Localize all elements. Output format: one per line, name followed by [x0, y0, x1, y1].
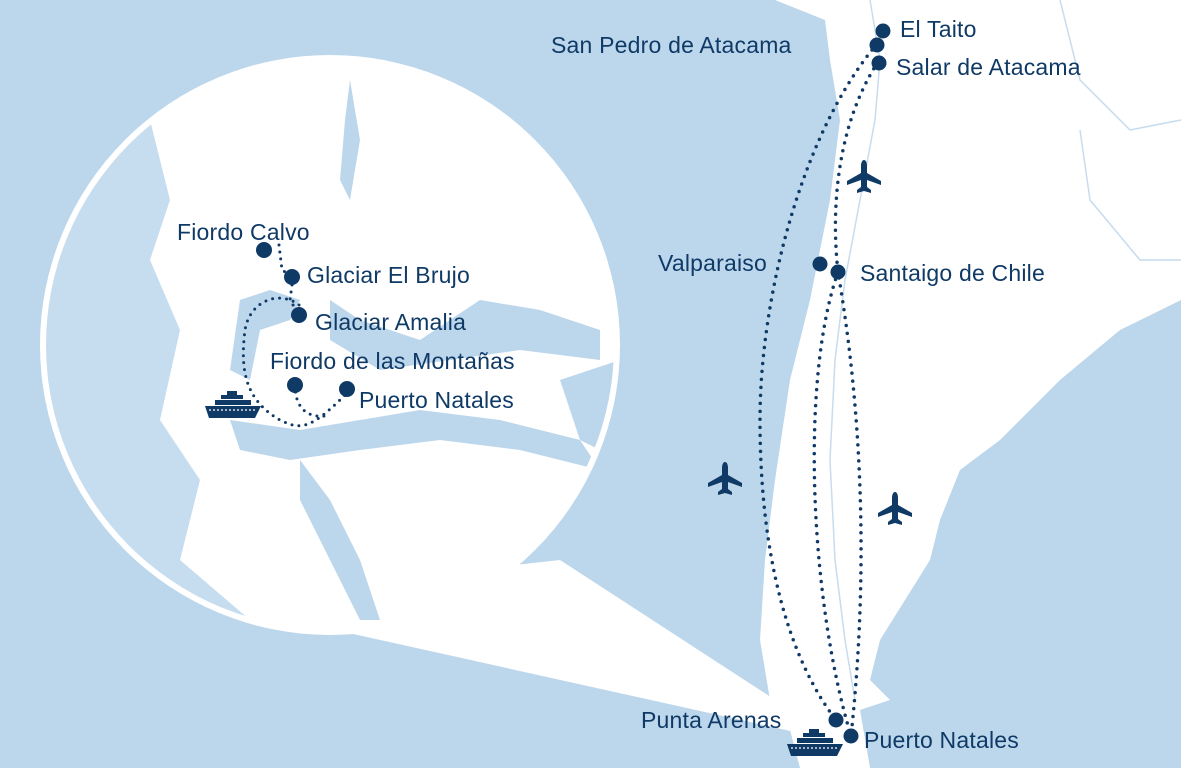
land-mass [760, 0, 1181, 768]
borders [829, 0, 1181, 701]
inset-stop-label: Puerto Natales [359, 387, 514, 413]
east-sea [870, 300, 1181, 768]
stop-label: Santaigo de Chile [860, 260, 1045, 286]
stop-label: El Taito [900, 16, 977, 42]
stop-markers [256, 23, 891, 744]
stop-label: Punta Arenas [641, 707, 782, 733]
inset-stop-label: Fiordo de las Montañas [270, 348, 515, 374]
plane-icon [708, 462, 742, 495]
stop-label: San Pedro de Atacama [551, 32, 792, 58]
inset-stop-label: Fiordo Calvo [177, 219, 310, 245]
inset-stop-label: Glaciar Amalia [315, 309, 467, 335]
route-lines [758, 48, 880, 738]
inset-stop-label: Glaciar El Brujo [307, 262, 470, 288]
stop-label: Puerto Natales [864, 727, 1019, 753]
stop-label: Valparaiso [658, 250, 767, 276]
stop-label: Salar de Atacama [896, 54, 1081, 80]
